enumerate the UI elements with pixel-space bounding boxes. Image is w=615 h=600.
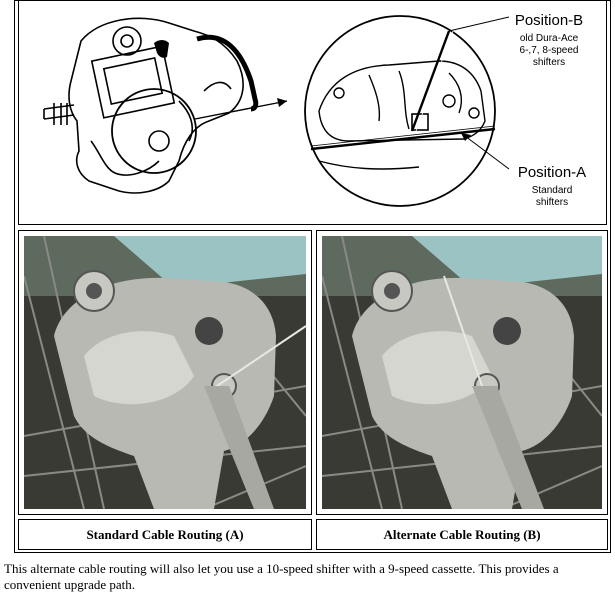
caption-standard: Standard Cable Routing (A) (86, 527, 244, 542)
cable-position-a (310, 127, 496, 151)
position-a-title: Position-A (518, 164, 586, 181)
position-a-line2: shifters (536, 197, 568, 208)
position-b-line2: 6-,7, 8-speed (520, 45, 579, 56)
position-a-line1: Standard (532, 185, 573, 196)
photo-cell-alternate (316, 230, 608, 515)
derailleur-diagram: Position-B old Dura-Ace 6-,7, 8-speed sh… (43, 12, 586, 208)
cable-position-b (410, 30, 451, 132)
diagram-cell: Position-B old Dura-Ace 6-,7, 8-speed sh… (18, 1, 607, 225)
magnify-source-circle (111, 88, 197, 174)
photo-alternate-routing (322, 236, 602, 509)
photo-standard-routing (24, 236, 306, 509)
magnified-detail (304, 15, 496, 207)
position-b-title: Position-B (515, 12, 583, 29)
content-table: Position-B old Dura-Ace 6-,7, 8-speed sh… (14, 0, 611, 553)
upgrade-note: This alternate cable routing will also l… (4, 561, 559, 592)
position-b-line3: shifters (533, 57, 565, 68)
derailleur-drawing (43, 17, 244, 194)
caption-cell-standard: Standard Cable Routing (A) (18, 519, 312, 550)
photo-cell-standard (18, 230, 312, 515)
caption-alternate: Alternate Cable Routing (B) (383, 527, 541, 542)
magnify-arrow (194, 100, 288, 120)
caption-cell-alternate: Alternate Cable Routing (B) (316, 519, 608, 550)
position-b-line1: old Dura-Ace (520, 33, 579, 44)
